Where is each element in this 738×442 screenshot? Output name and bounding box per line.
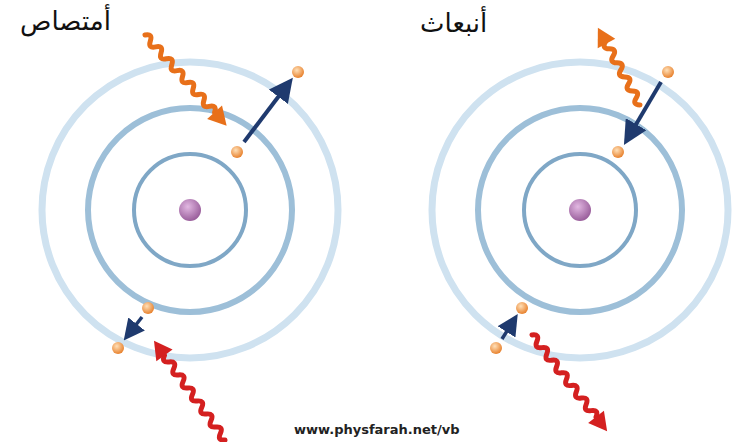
left-atom: [42, 62, 338, 358]
emitted-photon: [524, 329, 615, 437]
emitted-photon: [589, 23, 649, 110]
emission-label: أنبعاث: [420, 8, 487, 38]
absorbed-photon: [138, 28, 234, 132]
absorbed-photon: [146, 335, 233, 442]
watermark: www.physfarah.net/vb: [292, 422, 462, 437]
absorption-label: أمتصاص: [20, 6, 111, 36]
right-atom: [432, 62, 728, 358]
